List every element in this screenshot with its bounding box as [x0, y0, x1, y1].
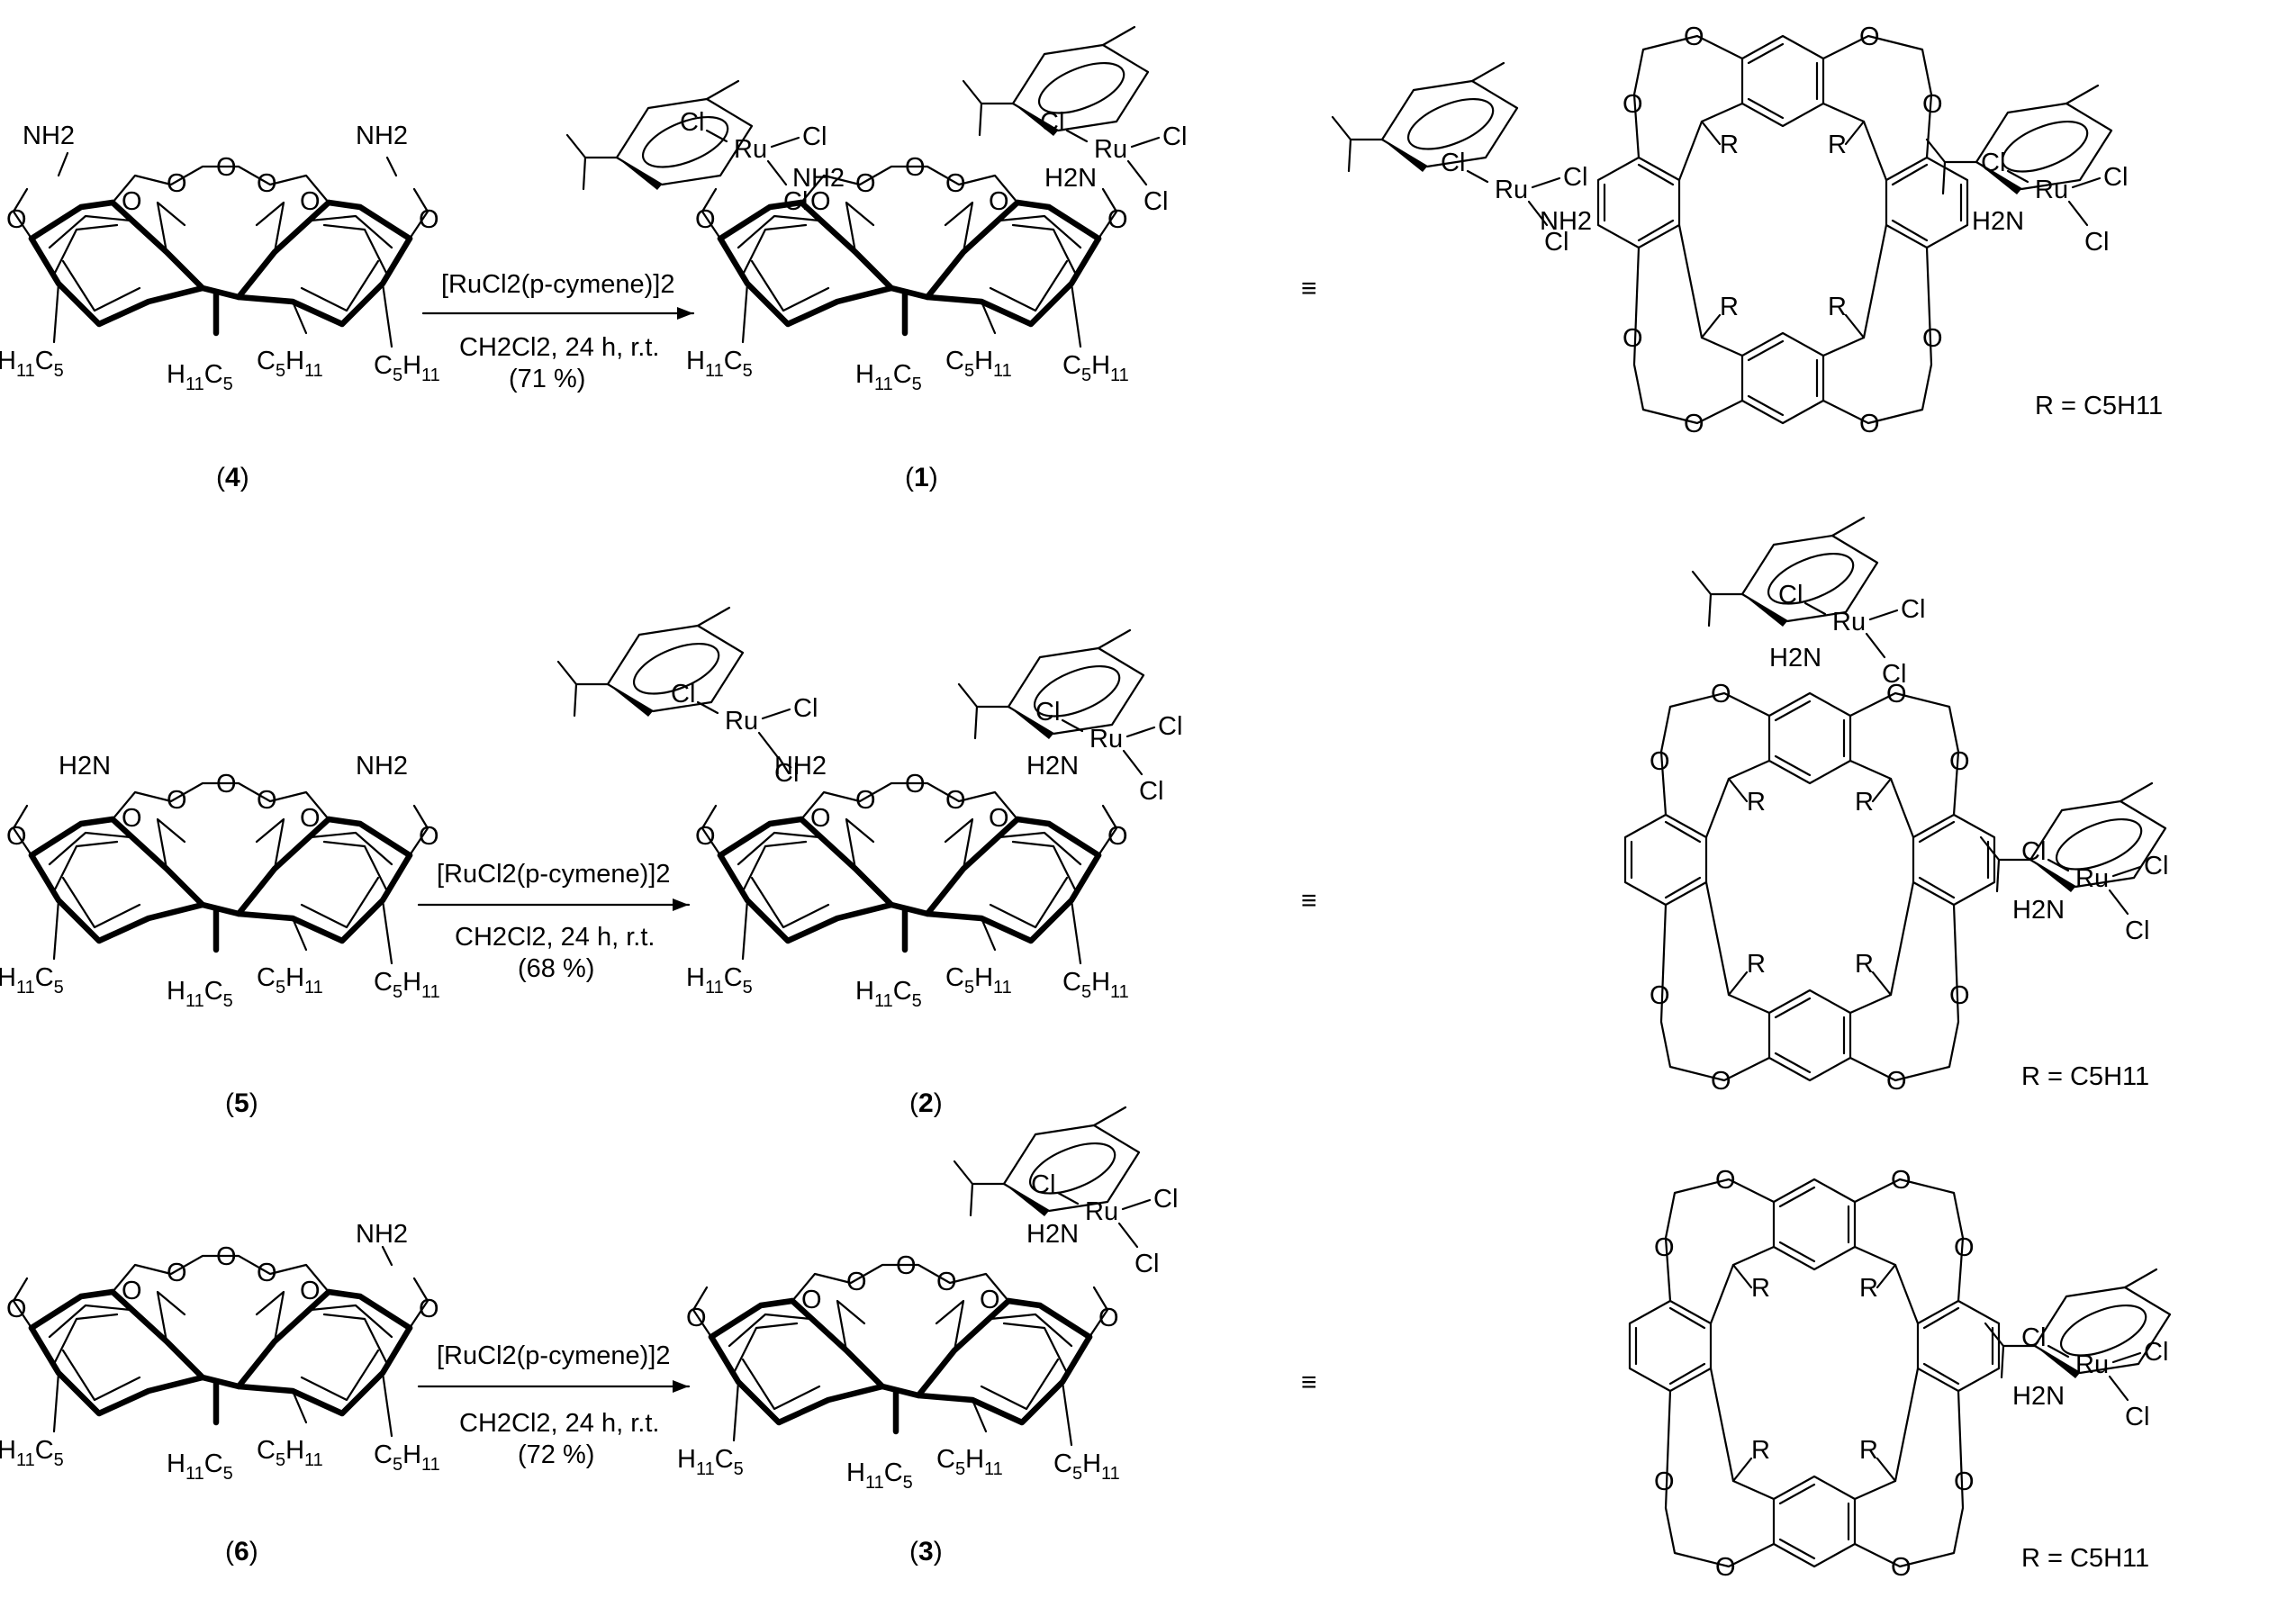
row-2: H2N NH2 (5) [RuCl2(p-cymene)]2 CH2Cl2, 2…	[0, 516, 2170, 1118]
svg-text:H2N: H2N	[2012, 1382, 2065, 1411]
svg-text:H2N: H2N	[59, 752, 111, 781]
svg-text:[RuCl2(p-cymene)]2: [RuCl2(p-cymene)]2	[441, 270, 674, 299]
flat-structure-1: NH2 H2N	[1331, 21, 2129, 440]
compound-label-2: (2)	[909, 1088, 943, 1118]
svg-text:(72 %): (72 %)	[518, 1440, 594, 1469]
svg-text:H2N: H2N	[1026, 752, 1079, 781]
svg-text:NH2: NH2	[356, 122, 408, 150]
svg-text:NH2: NH2	[23, 122, 75, 150]
compound-label-6: (6)	[225, 1537, 258, 1566]
svg-text:CH2Cl2, 24 h, r.t.: CH2Cl2, 24 h, r.t.	[459, 1409, 659, 1438]
r-definition-1: R = C5H11	[2035, 392, 2163, 420]
svg-text:NH2: NH2	[1540, 207, 1592, 236]
svg-text:(68 %): (68 %)	[518, 954, 594, 983]
svg-text:[RuCl2(p-cymene)]2: [RuCl2(p-cymene)]2	[437, 860, 670, 889]
svg-text:CH2Cl2, 24 h, r.t.: CH2Cl2, 24 h, r.t.	[455, 923, 655, 952]
r-definition-3: R = C5H11	[2021, 1544, 2149, 1573]
svg-text:H2N: H2N	[2012, 896, 2065, 925]
starting-material-5: H2N NH2	[0, 752, 440, 1011]
flat-structure-2: H2N H2N	[1623, 516, 2170, 1097]
compound-label-4: (4)	[216, 463, 249, 492]
starting-material-4: NH2 NH2	[0, 122, 440, 394]
svg-text:H2N: H2N	[1972, 207, 2024, 236]
product-3: H2N	[677, 1106, 1180, 1493]
svg-text:NH2: NH2	[356, 752, 408, 781]
row-1: NH2 NH2 (4) [RuCl2(p-cymene)]2 CH2Cl2, 2…	[0, 21, 2163, 492]
product-2: NH2 H2N	[556, 606, 1184, 1011]
reaction-arrow-1: [RuCl2(p-cymene)]2 CH2Cl2, 24 h, r.t. (7…	[421, 270, 695, 393]
compound-label-5: (5)	[225, 1088, 258, 1118]
svg-text:H2N: H2N	[1026, 1220, 1079, 1249]
product-1: NH2 H2N	[565, 25, 1189, 394]
compound-label-1: (1)	[905, 463, 938, 492]
compound-label-3: (3)	[909, 1537, 943, 1566]
reaction-arrow-2: [RuCl2(p-cymene)]2 CH2Cl2, 24 h, r.t. (6…	[417, 860, 691, 983]
flat-structure-3: H2N	[1628, 1164, 2172, 1584]
reaction-arrow-3: [RuCl2(p-cymene)]2 CH2Cl2, 24 h, r.t. (7…	[417, 1341, 691, 1469]
equivalence-symbol-2: ≡	[1301, 886, 1317, 916]
svg-text:(71 %): (71 %)	[509, 365, 585, 393]
svg-text:H2N: H2N	[1769, 644, 1821, 673]
svg-text:CH2Cl2, 24 h, r.t.: CH2Cl2, 24 h, r.t.	[459, 333, 659, 362]
svg-text:H2N: H2N	[1044, 164, 1097, 193]
row-3: NH2 (6) [RuCl2(p-cymene)]2 CH2Cl2, 24 h,…	[0, 1106, 2172, 1584]
equivalence-symbol-1: ≡	[1301, 274, 1317, 303]
svg-text:NH2: NH2	[356, 1220, 408, 1249]
svg-text:[RuCl2(p-cymene)]2: [RuCl2(p-cymene)]2	[437, 1341, 670, 1370]
r-definition-2: R = C5H11	[2021, 1062, 2149, 1091]
starting-material-6: NH2	[0, 1220, 440, 1484]
equivalence-symbol-3: ≡	[1301, 1368, 1317, 1397]
